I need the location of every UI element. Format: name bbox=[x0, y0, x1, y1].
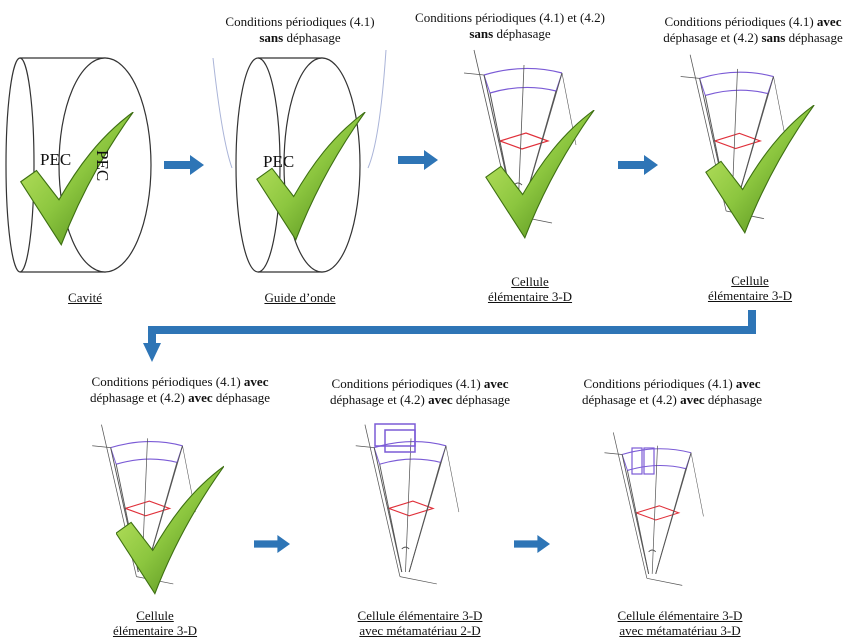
caption-cavity: Cavité bbox=[68, 290, 102, 305]
cell-3d-row2-a bbox=[91, 424, 224, 595]
row2-title-3: Conditions périodiques (4.1) avec déphas… bbox=[581, 376, 763, 407]
arrow-right-icon bbox=[514, 535, 550, 553]
pec-label-right: PEC bbox=[93, 150, 112, 182]
arrow-right-icon bbox=[254, 535, 290, 553]
step2-title: Conditions périodiques (4.1) sans déphas… bbox=[225, 14, 375, 45]
row2-title-1: Conditions périodiques (4.1) avec déphas… bbox=[89, 374, 271, 405]
arrow-right-icon bbox=[164, 155, 204, 175]
row2-title-2: Conditions périodiques (4.1) avec déphas… bbox=[329, 376, 511, 407]
cavity-figure bbox=[5, 57, 152, 273]
cell-3d-step3 bbox=[464, 49, 595, 239]
cell-3d-metamaterial-2d bbox=[355, 423, 460, 585]
caption-waveguide: Guide d’onde bbox=[264, 290, 336, 305]
cell-3d-step4 bbox=[680, 54, 815, 234]
step3-title: Conditions périodiques (4.1) et (4.2) sa… bbox=[415, 10, 605, 41]
cell-3d-metamaterial-3d bbox=[603, 431, 705, 586]
waveguide-figure bbox=[212, 49, 387, 273]
step4-title: Conditions périodiques (4.1) avec déphas… bbox=[663, 14, 843, 45]
arrow-right-icon bbox=[398, 150, 438, 170]
pec-label-left: PEC bbox=[40, 150, 72, 169]
pec-label-guide: PEC bbox=[263, 152, 295, 171]
arrow-right-icon bbox=[618, 155, 658, 175]
